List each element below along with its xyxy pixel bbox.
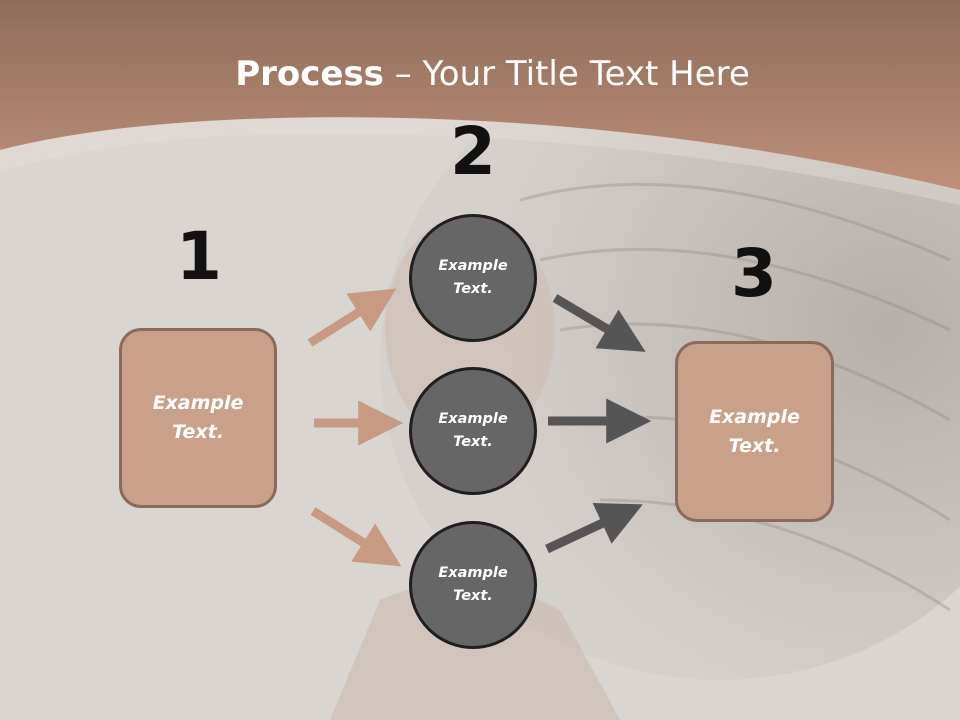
arrow-to-circle-bottom — [310, 507, 402, 567]
arrow-to-circle-top — [307, 288, 397, 347]
circle-middle: Example Text. — [409, 367, 537, 495]
circle-top: Example Text. — [409, 214, 537, 342]
step-number-3: 3 — [731, 235, 777, 312]
arrow-from-circle-bottom — [545, 502, 643, 554]
step-1-text: Example Text. — [152, 392, 244, 443]
circle-top-text: Example Text. — [438, 258, 508, 297]
arrow-from-circle-top — [552, 294, 646, 352]
title-bold: Process — [235, 54, 384, 94]
step-3-box: Example Text. — [675, 341, 834, 522]
circle-middle-text: Example Text. — [438, 411, 508, 450]
circle-bottom-text: Example Text. — [438, 565, 508, 604]
step-1-box: Example Text. — [119, 328, 277, 508]
step-3-text: Example Text. — [709, 405, 800, 457]
slide-title: Process – Your Title Text Here — [0, 52, 960, 96]
circle-bottom: Example Text. — [409, 521, 537, 649]
step-number-2: 2 — [450, 113, 496, 190]
step-number-1: 1 — [176, 218, 222, 295]
title-rest: – Your Title Text Here — [383, 54, 750, 94]
